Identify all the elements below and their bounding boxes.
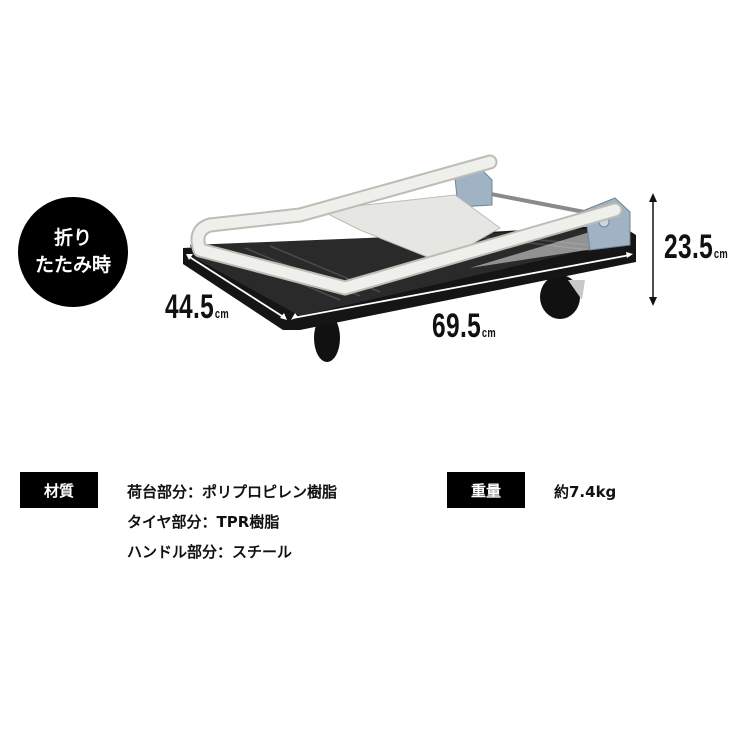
depth-dimension-label: 44.5cm [165, 288, 229, 327]
material-line-platform: 荷台部分：ポリプロピレン樹脂 [127, 483, 338, 501]
weight-label: 重量 [447, 472, 525, 508]
height-unit: cm [713, 246, 729, 261]
material-line-tires: タイヤ部分：TPR樹脂 [127, 513, 280, 531]
height-dimension-label: 23.5cm [664, 228, 728, 267]
badge-line-2: たたみ時 [34, 254, 111, 276]
material-line-handle: ハンドル部分：スチール [127, 543, 293, 561]
folded-cart-image [183, 154, 657, 362]
depth-value: 44.5 [165, 288, 215, 326]
folded-state-badge: 折り たたみ時 [18, 197, 128, 307]
weight-value: 約7.4kg [554, 483, 617, 501]
width-value: 69.5 [432, 307, 482, 345]
badge-line-1: 折り [53, 227, 92, 249]
width-unit: cm [481, 325, 497, 340]
width-dimension-label: 69.5cm [432, 307, 496, 346]
material-spec-list: 荷台部分：ポリプロピレン樹脂 タイヤ部分：TPR樹脂 ハンドル部分：スチール [127, 477, 337, 567]
material-label: 材質 [20, 472, 98, 508]
height-value: 23.5 [664, 228, 714, 266]
depth-unit: cm [214, 306, 230, 321]
